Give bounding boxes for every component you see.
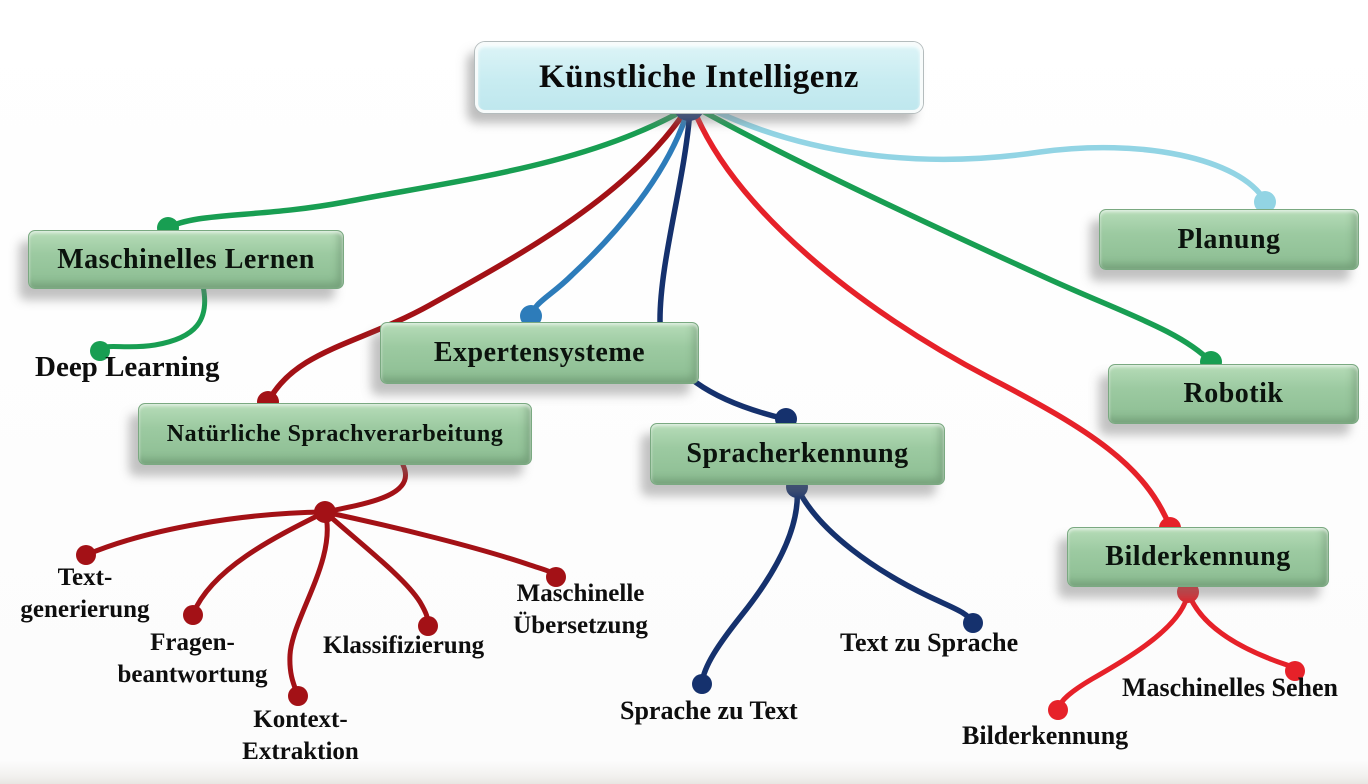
node-bilderkennung: Bilderkennung <box>1067 527 1329 587</box>
leaf-textgenerierung-line1: Text- <box>57 564 113 591</box>
leaf-bilderkennung: Bilderkennung <box>962 719 1128 752</box>
leaf-maschinelle-uebersetzung: Maschinelle Übersetzung <box>498 578 663 642</box>
edge-ki-bilderkennung <box>691 107 1173 530</box>
edge-nlp-klassifizierung <box>322 509 431 629</box>
connector-dot <box>183 605 203 625</box>
leaf-fragenbeantwortung: Fragen- beantwortung <box>95 627 290 691</box>
connector-dot <box>1048 700 1068 720</box>
node-kuenstliche-intelligenz-label: Künstliche Intelligenz <box>539 59 859 95</box>
nlp-hub-dot <box>314 501 336 523</box>
edge-bild-maschinelles-sehen <box>1185 589 1298 673</box>
edge-nlp-kontextextraktion <box>287 509 330 699</box>
leaf-kontextextraktion: Kontext- Extraktion <box>228 704 373 768</box>
connector-dot <box>418 616 438 636</box>
leaf-text-zu-sprache: Text zu Sprache <box>840 626 1018 659</box>
leaf-fragenbeantwortung-line1: Fragen- <box>150 629 235 656</box>
leaf-kontextextraktion-line2: Extraktion <box>242 738 359 765</box>
node-maschinelles-lernen-label: Maschinelles Lernen <box>57 243 315 275</box>
leaf-fragenbeantwortung-line2: beantwortung <box>117 661 268 688</box>
leaf-maschinelles-sehen-label: Maschinelles Sehen <box>1122 673 1338 702</box>
node-natuerliche-sprachverarbeitung: Natürliche Sprachverarbeitung <box>138 403 532 465</box>
connector-dot <box>963 613 983 633</box>
connector-dot <box>1254 191 1276 213</box>
connector-dot <box>692 674 712 694</box>
connector-dot <box>76 545 96 565</box>
edge-spr-sprache-zu-text <box>699 484 801 686</box>
edge-spr-text-zu-sprache <box>794 484 976 626</box>
leaf-textgenerierung: Text- generierung <box>0 562 170 626</box>
edge-ki-nlp <box>265 107 689 405</box>
leaf-maschinelle-uebersetzung-line2: Übersetzung <box>513 612 648 639</box>
node-expertensysteme: Expertensysteme <box>380 322 699 384</box>
connector-dot <box>520 305 542 327</box>
edge-nlp-fragenbeantwortung <box>190 509 328 617</box>
edge-ki-maschinelles-lernen <box>165 104 692 231</box>
leaf-deep-learning: Deep Learning <box>35 349 219 386</box>
edge-nlp-textgenerierung <box>83 509 328 558</box>
edge-nlp-hub <box>322 462 408 515</box>
leaf-text-zu-sprache-label: Text zu Sprache <box>840 628 1019 657</box>
node-robotik: Robotik <box>1108 364 1359 424</box>
leaf-maschinelles-sehen: Maschinelles Sehen <box>1122 671 1338 704</box>
node-natuerliche-sprachverarbeitung-label: Natürliche Sprachverarbeitung <box>166 420 504 447</box>
node-planung: Planung <box>1099 209 1359 270</box>
leaf-sprache-zu-text-label: Sprache zu Text <box>620 696 798 725</box>
edge-ki-planung <box>698 101 1268 204</box>
leaf-maschinelle-uebersetzung-line1: Maschinelle <box>516 580 645 607</box>
node-robotik-label: Robotik <box>1183 378 1284 409</box>
connector-dot <box>90 341 110 361</box>
edge-bild-bilderkennung-leaf <box>1055 589 1191 712</box>
leaf-textgenerierung-line2: generierung <box>20 596 150 623</box>
edge-ki-spracherkennung <box>657 107 788 422</box>
connector-dot <box>546 567 566 587</box>
node-planung-label: Planung <box>1177 223 1281 255</box>
node-bilderkennung-label: Bilderkennung <box>1105 541 1291 572</box>
leaf-klassifizierung: Klassifizierung <box>323 630 484 662</box>
node-expertensysteme-label: Expertensysteme <box>433 337 646 368</box>
leaf-kontextextraktion-line1: Kontext- <box>253 706 348 733</box>
edge-ki-robotik <box>694 105 1214 365</box>
node-spracherkennung-label: Spracherkennung <box>686 438 909 469</box>
connector-dot <box>288 686 308 706</box>
edge-ki-expertensysteme <box>528 107 691 320</box>
edge-ml-deep-learning <box>97 283 208 354</box>
connector-dot <box>1285 661 1305 681</box>
node-spracherkennung: Spracherkennung <box>650 423 945 485</box>
leaf-sprache-zu-text: Sprache zu Text <box>620 694 798 727</box>
leaf-bilderkennung-label: Bilderkennung <box>962 721 1129 750</box>
leaf-deep-learning-label: Deep Learning <box>35 351 220 383</box>
leaf-klassifizierung-label: Klassifizierung <box>323 632 485 659</box>
node-kuenstliche-intelligenz: Künstliche Intelligenz <box>475 42 923 113</box>
node-maschinelles-lernen: Maschinelles Lernen <box>28 230 344 289</box>
